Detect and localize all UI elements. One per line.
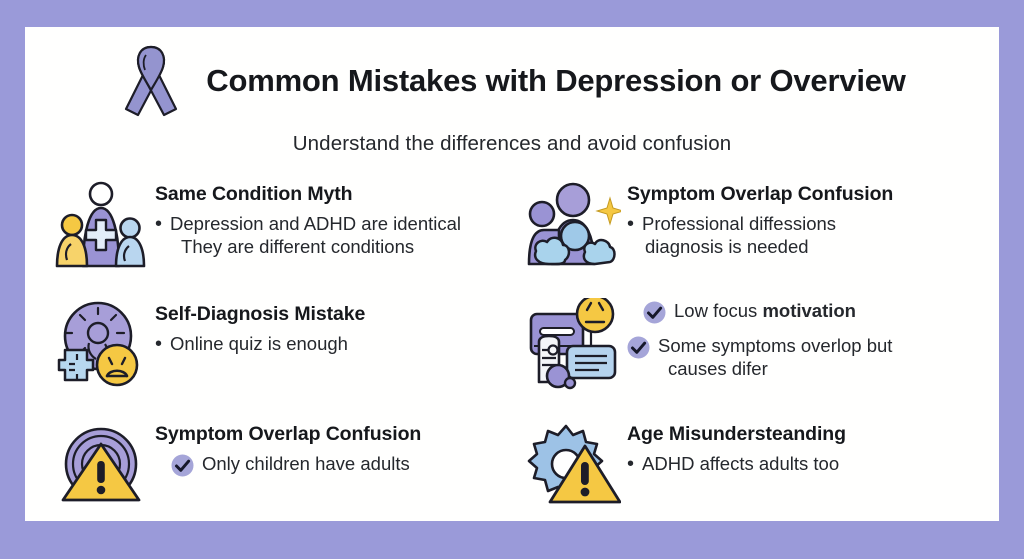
point-text: Professional diffessions diagnosis is ne… [642,213,975,258]
point-row: Some symptoms overlop but causes difer [627,335,975,380]
point-text-plain: Low focus [674,300,763,321]
point-row: Only children have adults [171,453,503,477]
bullet-icon: • [155,213,163,236]
list-item-body: Same Condition Myth • Depression and ADH… [155,178,503,262]
point-line-1: Some symptoms overlop but [658,335,893,356]
right-column: Symptom Overlap Confusion • Professional… [503,178,975,514]
title-row: Common Mistakes with Depression or Overv… [25,39,999,123]
point-list: • Professional diffessions diagnosis is … [627,213,975,258]
point-line-1: Depression and ADHD are identical [170,213,462,235]
left-column: Same Condition Myth • Depression and ADH… [53,178,503,514]
list-item: Symptom Overlap Confusion • Professional… [525,178,975,274]
bullet-icon: • [627,213,635,236]
point-list: Low focus motivation Some symptoms overl… [627,300,975,380]
check-badge-icon [643,301,666,324]
list-item-body: Low focus motivation Some symptoms overl… [627,298,975,383]
point-list: • ADHD affects adults too [627,453,975,476]
bullet-icon: • [627,453,635,476]
list-item: Self-Diagnosis Mistake • Online quiz is … [53,298,503,394]
list-item: Symptom Overlap Confusion Only children … [53,418,503,514]
list-item-body: Symptom Overlap Confusion Only children … [155,418,503,480]
check-badge-icon [171,454,194,477]
point-line-2: diagnosis is needed [645,236,809,257]
content-columns: Same Condition Myth • Depression and ADH… [25,178,999,514]
point-line-1: Professional diffessions [642,213,837,235]
point-text: Low focus motivation [674,300,975,323]
point-text-bold: motivation [762,300,856,321]
infographic-card: Common Mistakes with Depression or Overv… [25,27,999,521]
point-text: ADHD affects adults too [642,453,840,475]
point-row: Low focus motivation [643,300,975,324]
point-row: • ADHD affects adults too [627,453,975,476]
list-item: Low focus motivation Some symptoms overl… [525,294,975,394]
point-text: Only children have adults [202,453,410,475]
point-text: Depression and ADHD are identical They a… [170,213,503,258]
point-list: • Online quiz is enough [155,333,503,356]
list-item-title: Symptom Overlap Confusion [627,183,894,205]
point-row: • Online quiz is enough [155,333,503,356]
warning-triangle-waves-icon [53,418,149,510]
point-list: Only children have adults [155,453,503,477]
list-item-body: Symptom Overlap Confusion • Professional… [627,178,975,262]
header: Common Mistakes with Depression or Overv… [25,27,999,156]
family-medical-cross-icon [53,178,149,270]
list-item: Age Misundersteanding • ADHD affects adu… [525,418,975,514]
page-subtitle: Understand the differences and avoid con… [292,132,732,155]
point-list: • Depression and ADHD are identical They… [155,213,503,258]
point-line-2: causes difer [668,357,768,379]
bullet-icon: • [155,333,163,356]
list-item: Same Condition Myth • Depression and ADH… [53,178,503,274]
document-chat-sad-face-icon [525,294,621,390]
list-item-title: Same Condition Myth [155,183,353,205]
brain-puzzle-sad-face-icon [53,298,149,390]
list-item-title: Symptom Overlap Confusion [155,423,422,445]
list-item-body: Age Misundersteanding • ADHD affects adu… [627,418,975,479]
point-row: • Depression and ADHD are identical They… [155,213,503,258]
point-text: Online quiz is enough [170,333,348,355]
list-item-body: Self-Diagnosis Mistake • Online quiz is … [155,298,503,359]
point-line-2: They are different conditions [181,236,415,257]
page-title: Common Mistakes with Depression or Overv… [206,63,906,98]
point-text: Some symptoms overlop but causes difer [658,335,975,380]
check-badge-icon [627,336,650,359]
point-row: • Professional diffessions diagnosis is … [627,213,975,258]
awareness-ribbon-icon [118,41,184,123]
list-item-title: Self-Diagnosis Mistake [155,303,366,325]
group-people-sparkle-icon [525,178,625,270]
list-item-title: Age Misundersteanding [627,423,846,445]
gear-warning-triangle-icon [525,418,622,510]
